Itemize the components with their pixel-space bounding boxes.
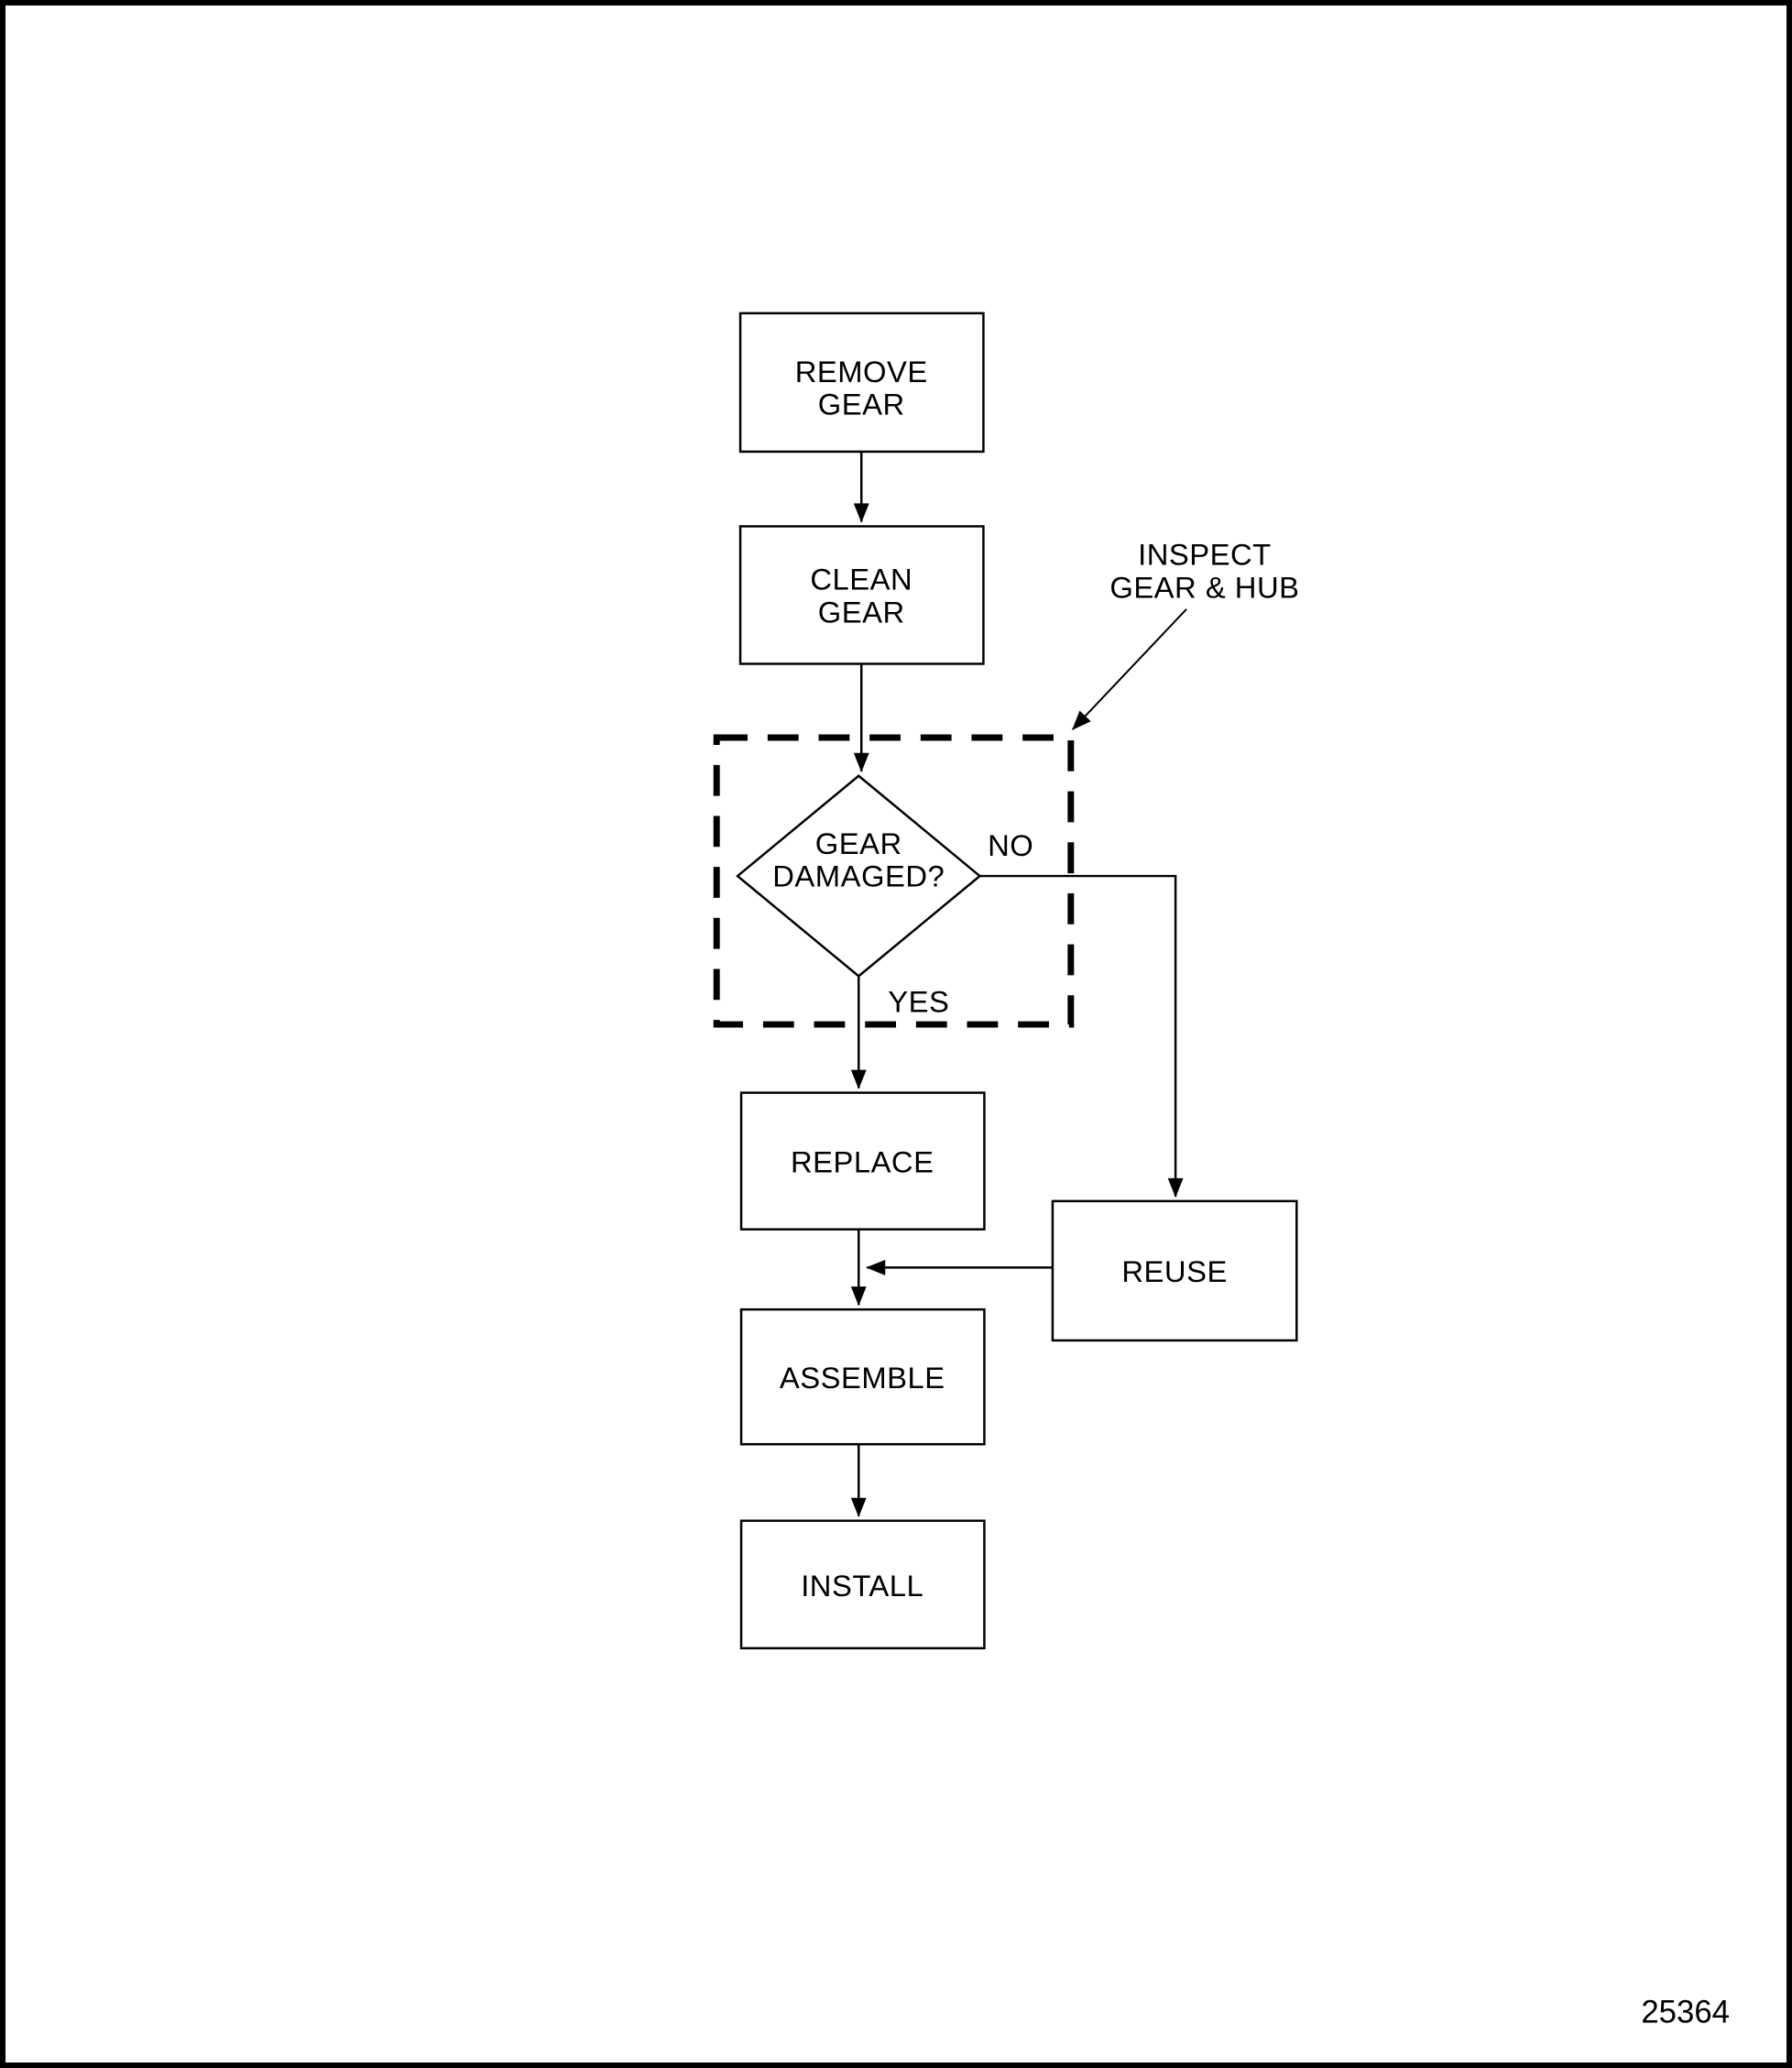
annotation-leader-arrow <box>1072 608 1187 730</box>
reuse-box <box>1051 1199 1298 1342</box>
gear-damaged-label-line1: GEAR <box>815 826 902 860</box>
remove-gear-label-line1: REMOVE <box>795 355 928 388</box>
remove-gear-label-line2: GEAR <box>818 388 905 421</box>
reuse-label: REUSE <box>1121 1254 1227 1288</box>
inspect-annotation-line1: INSPECT <box>1138 538 1272 572</box>
arrow-no-to-reuse <box>979 874 1184 1198</box>
flowchart-canvas: REMOVE GEAR CLEAN GEAR GEAR DAMAGED? NO … <box>713 312 1730 2030</box>
remove-gear-box <box>738 312 985 454</box>
gear-damaged-label-line2: DAMAGED? <box>772 859 945 893</box>
replace-box <box>739 1091 986 1231</box>
gear-damaged-decision-diamond <box>736 774 982 979</box>
assemble-label: ASSEMBLE <box>780 1361 945 1395</box>
inspect-zone-dashed-box <box>713 734 1075 1028</box>
inspect-annotation-line2: GEAR & HUB <box>1109 571 1299 605</box>
replace-label: REPLACE <box>791 1145 934 1179</box>
assemble-box <box>739 1308 986 1446</box>
clean-gear-label-line2: GEAR <box>818 595 905 629</box>
install-box <box>739 1519 986 1650</box>
branch-label-no: NO <box>988 828 1033 862</box>
figure-number: 25364 <box>1641 1995 1730 2030</box>
clean-gear-box <box>738 525 985 665</box>
install-label: INSTALL <box>801 1569 923 1603</box>
clean-gear-label-line1: CLEAN <box>810 563 912 596</box>
branch-label-yes: YES <box>888 985 949 1019</box>
